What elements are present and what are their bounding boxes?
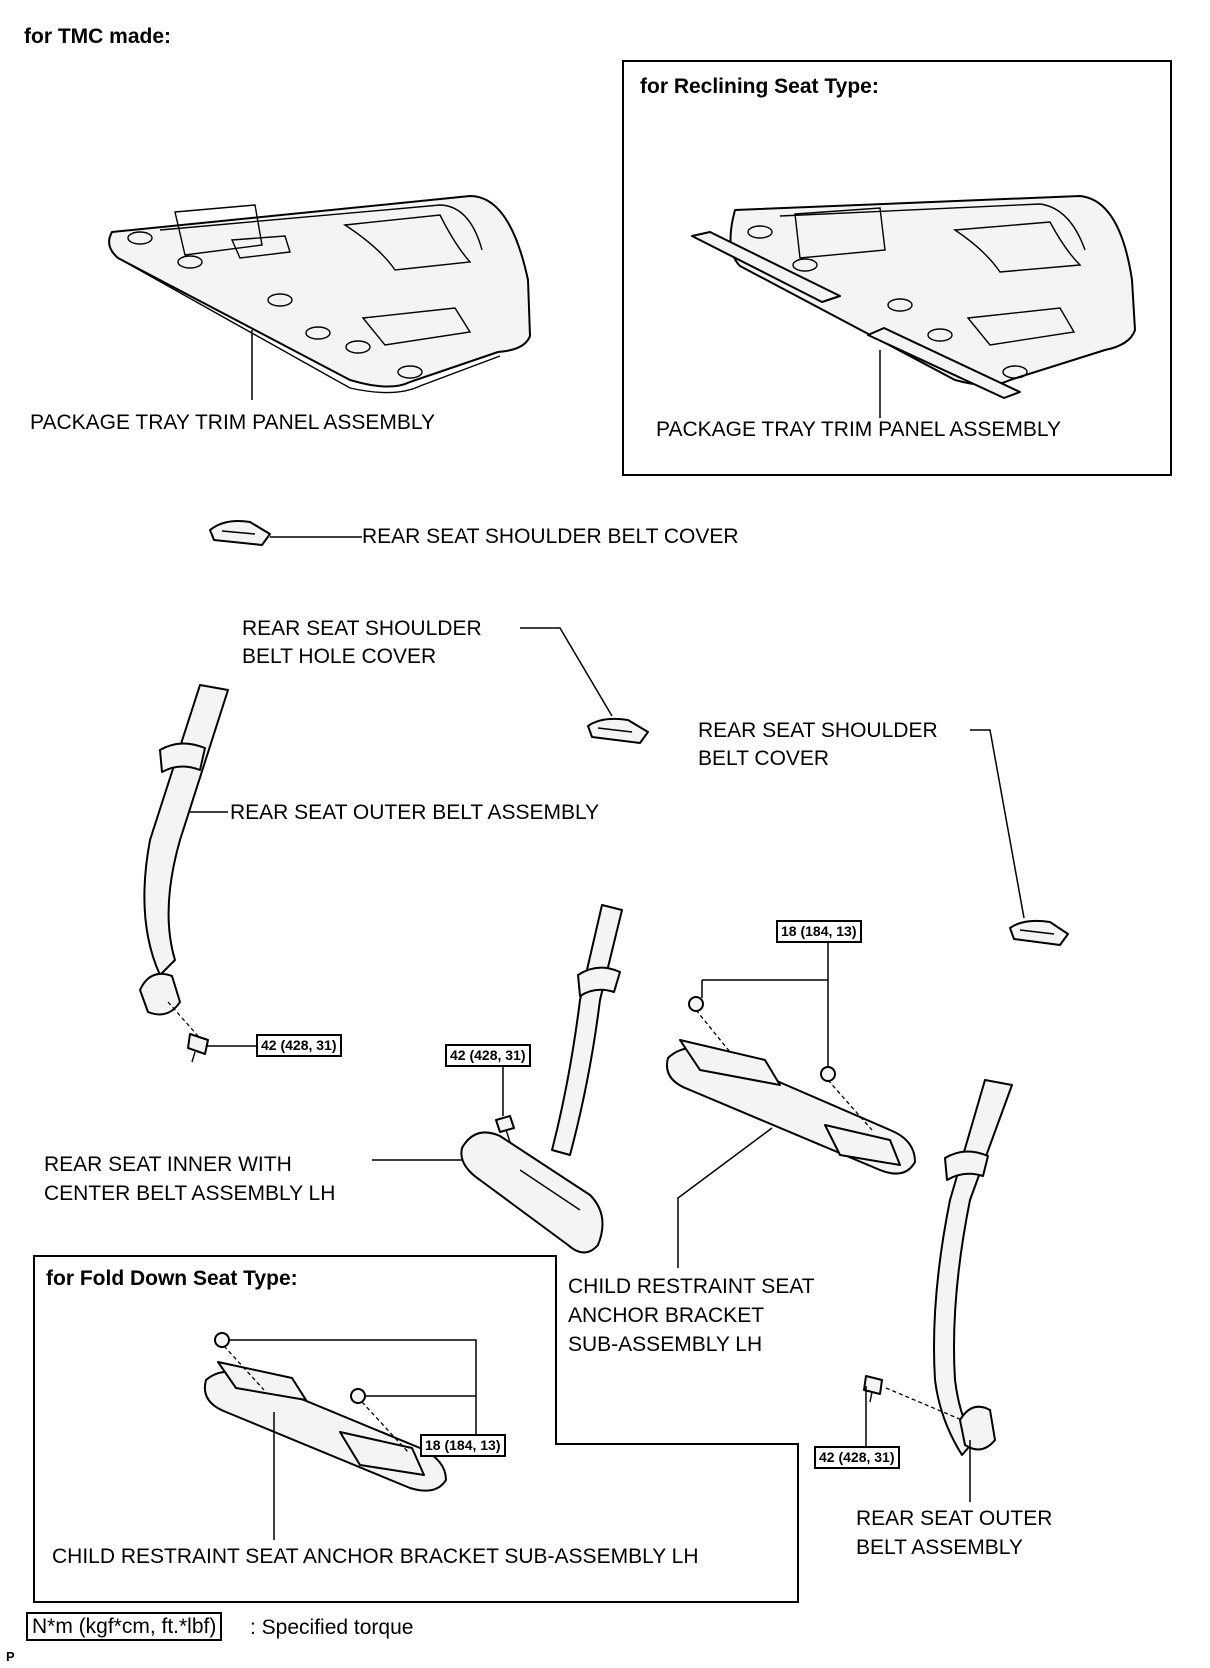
torque-anchor-bracket: 18 (184, 13)	[776, 920, 862, 943]
package-tray-trim-panel-illustration	[108, 195, 531, 394]
label-child-anchor-line3: SUB-ASSEMBLY LH	[568, 1333, 763, 1356]
legend-text: : Specified torque	[250, 1616, 414, 1639]
shoulder-belt-hole-cover-illustration	[587, 717, 649, 744]
torque-inner-center: 42 (428, 31)	[445, 1044, 531, 1067]
reclining-section-title: for Reclining Seat Type:	[640, 75, 879, 98]
label-inner-center-belt-line1: REAR SEAT INNER WITH	[44, 1153, 292, 1176]
label-package-tray: PACKAGE TRAY TRIM PANEL ASSEMBLY	[30, 411, 435, 434]
label-child-anchor-fold: CHILD RESTRAINT SEAT ANCHOR BRACKET SUB-…	[52, 1545, 699, 1568]
torque-fold-anchor: 18 (184, 13)	[420, 1434, 506, 1457]
fold-down-anchor-bracket-illustration	[204, 1361, 447, 1492]
nut-anchor-1	[688, 996, 704, 1012]
label-child-anchor-line1: CHILD RESTRAINT SEAT	[568, 1275, 815, 1298]
label-outer-belt-right-line1: REAR SEAT OUTER	[856, 1507, 1053, 1530]
package-tray-reclining-illustration	[691, 195, 1136, 399]
torque-outer-left: 42 (428, 31)	[256, 1034, 342, 1057]
label-inner-center-belt-line2: CENTER BELT ASSEMBLY LH	[44, 1182, 336, 1205]
inner-center-belt-illustration	[460, 904, 623, 1254]
legend-unit-box: N*m (kgf*cm, ft.*lbf)	[26, 1612, 223, 1642]
label-hole-cover-line1: REAR SEAT SHOULDER	[242, 617, 482, 640]
label-outer-belt-right-line2: BELT ASSEMBLY	[856, 1536, 1023, 1559]
label-hole-cover-line2: BELT HOLE COVER	[242, 645, 437, 668]
page-header: for TMC made:	[24, 25, 171, 48]
reclining-seat-type-box	[622, 60, 1172, 476]
label-child-anchor-line2: ANCHOR BRACKET	[568, 1304, 765, 1327]
leader-torque-anchor	[701, 940, 829, 1068]
outer-belt-right-illustration	[933, 1079, 1013, 1456]
shoulder-belt-cover-right-illustration	[1009, 919, 1069, 946]
label-shoulder-belt-cover-top: REAR SEAT SHOULDER BELT COVER	[362, 525, 739, 548]
bolt-outer-left	[187, 1033, 209, 1063]
shoulder-belt-cover-top-illustration	[209, 520, 271, 546]
footer-mark: P	[6, 1649, 15, 1664]
fold-down-section-title: for Fold Down Seat Type:	[46, 1267, 298, 1290]
label-outer-belt-left: REAR SEAT OUTER BELT ASSEMBLY	[230, 801, 600, 824]
leader-hole-cover	[520, 627, 613, 717]
label-package-tray-reclining: PACKAGE TRAY TRIM PANEL ASSEMBLY	[656, 418, 1061, 441]
label-shoulder-belt-cover-right-line1: REAR SEAT SHOULDER	[698, 719, 938, 742]
label-shoulder-belt-cover-right-line2: BELT COVER	[698, 747, 830, 770]
child-anchor-bracket-illustration	[666, 1039, 916, 1175]
torque-outer-right: 42 (428, 31)	[814, 1446, 900, 1469]
bolt-inner-center	[495, 1115, 515, 1143]
leader-shoulder-belt-cover-right	[970, 729, 1025, 919]
bolt-outer-right	[863, 1375, 883, 1403]
leader-torque-fold	[229, 1339, 477, 1440]
leader-anchor-bracket	[677, 1127, 773, 1268]
